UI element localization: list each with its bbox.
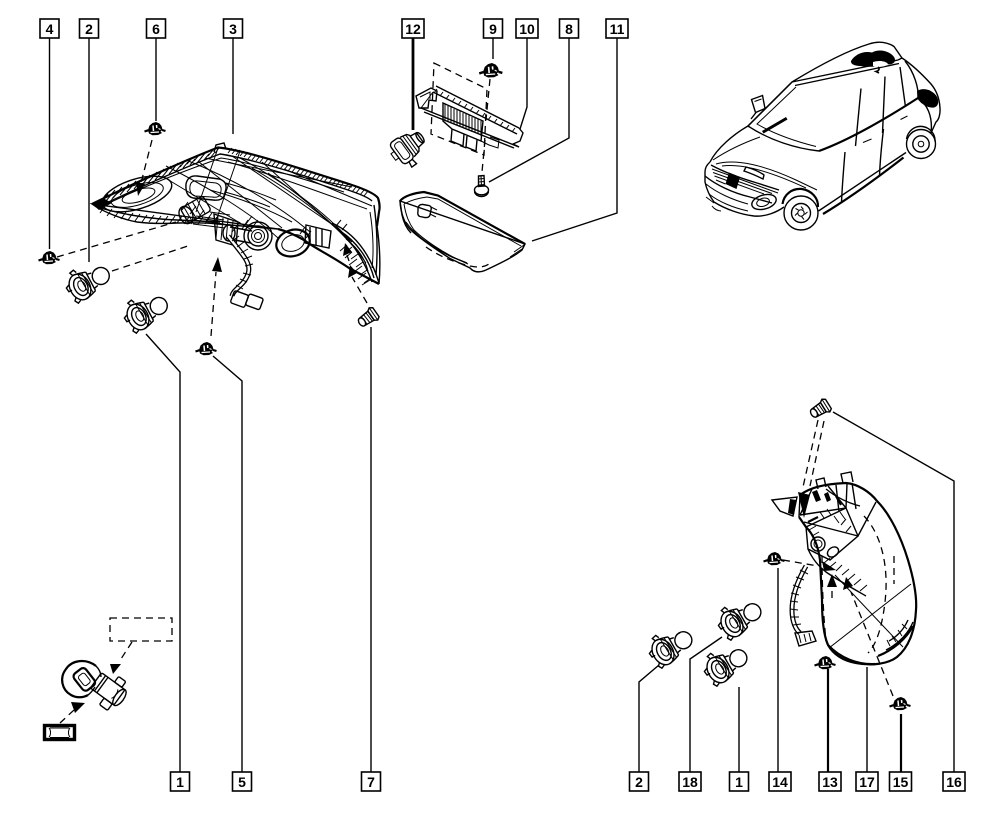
- svg-text:6: 6: [152, 21, 160, 37]
- svg-text:4: 4: [46, 21, 54, 37]
- svg-text:14: 14: [772, 774, 788, 790]
- svg-text:9: 9: [489, 21, 497, 37]
- svg-text:17: 17: [859, 774, 875, 790]
- svg-text:1: 1: [735, 774, 743, 790]
- svg-text:12: 12: [405, 21, 421, 37]
- svg-text:3: 3: [229, 21, 237, 37]
- svg-text:11: 11: [610, 21, 625, 37]
- svg-text:18: 18: [682, 774, 698, 790]
- svg-text:7: 7: [367, 774, 375, 790]
- svg-text:10: 10: [519, 21, 535, 37]
- svg-text:5: 5: [238, 774, 246, 790]
- svg-text:16: 16: [946, 774, 962, 790]
- svg-text:13: 13: [822, 774, 838, 790]
- svg-text:2: 2: [85, 21, 93, 37]
- svg-text:1: 1: [176, 774, 184, 790]
- svg-text:2: 2: [635, 774, 643, 790]
- svg-text:15: 15: [893, 774, 909, 790]
- svg-text:8: 8: [565, 21, 573, 37]
